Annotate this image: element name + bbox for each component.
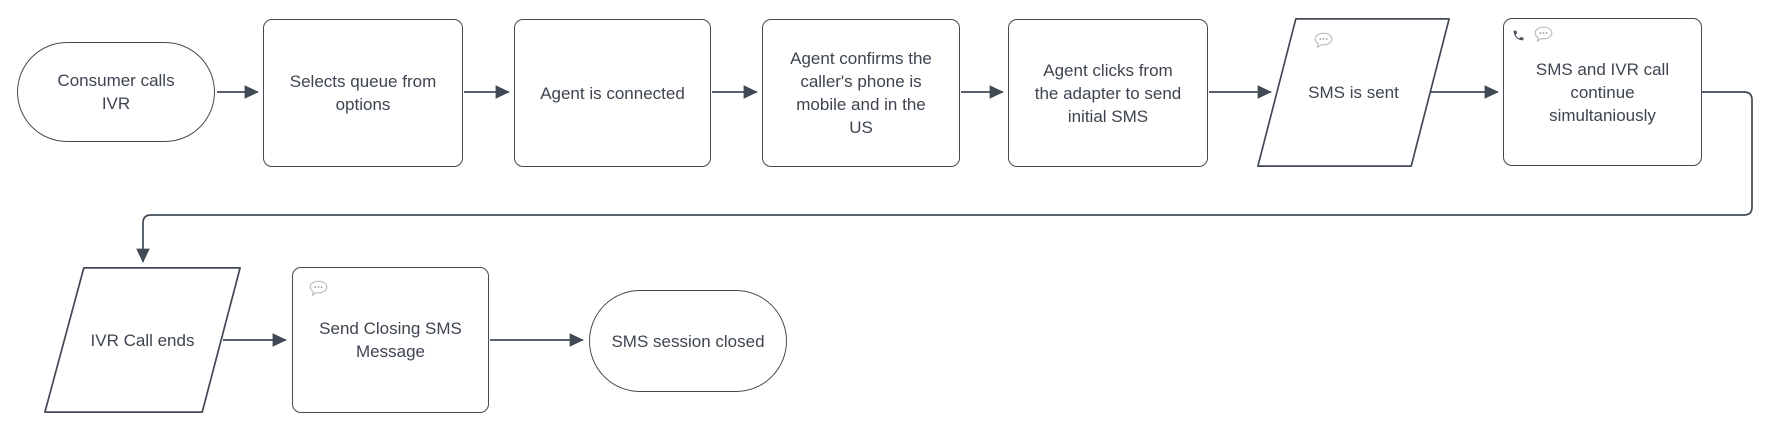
node-agent-confirms: Agent confirms the caller's phone is mob… — [762, 19, 960, 167]
node-agent-connected: Agent is connected — [514, 19, 711, 167]
parallelogram-shape — [44, 267, 241, 413]
phone-icon — [1513, 30, 1524, 41]
node-label: Send Closing SMS Message — [319, 319, 462, 361]
chat-bubble-icon — [1314, 32, 1333, 48]
node-label: Agent is connected — [540, 83, 685, 103]
chat-bubble-icon — [309, 280, 328, 296]
node-send-closing-sms: Send Closing SMS Message — [292, 267, 489, 413]
node-selects-queue: Selects queue from options — [263, 19, 463, 167]
parallelogram-shape — [1257, 18, 1450, 167]
node-label: Selects queue from options — [289, 72, 437, 114]
node-sms-ivr-continue: SMS and IVR call continue simultaniously — [1503, 18, 1702, 166]
node-consumer-calls-ivr: Consumer calls IVR — [17, 42, 215, 142]
node-label: Consumer calls IVR — [57, 71, 175, 113]
edge-continue-to-ivr-ends — [136, 91, 1753, 263]
node-label: SMS is sent — [1308, 83, 1399, 102]
node-agent-clicks-adapter: Agent clicks from the adapter to send in… — [1008, 19, 1208, 167]
node-label: Agent confirms the caller's phone is mob… — [790, 49, 932, 137]
node-sms-session-closed: SMS session closed — [589, 290, 787, 392]
node-label: SMS session closed — [611, 331, 765, 351]
chat-bubble-icon — [1534, 26, 1553, 42]
node-label: Agent clicks from the adapter to send in… — [1034, 60, 1182, 126]
node-sms-is-sent: SMS is sent — [1257, 18, 1450, 167]
node-label: SMS and IVR call continue simultaniously — [1535, 59, 1670, 125]
node-ivr-call-ends: IVR Call ends — [44, 267, 241, 413]
node-label: IVR Call ends — [90, 330, 195, 350]
